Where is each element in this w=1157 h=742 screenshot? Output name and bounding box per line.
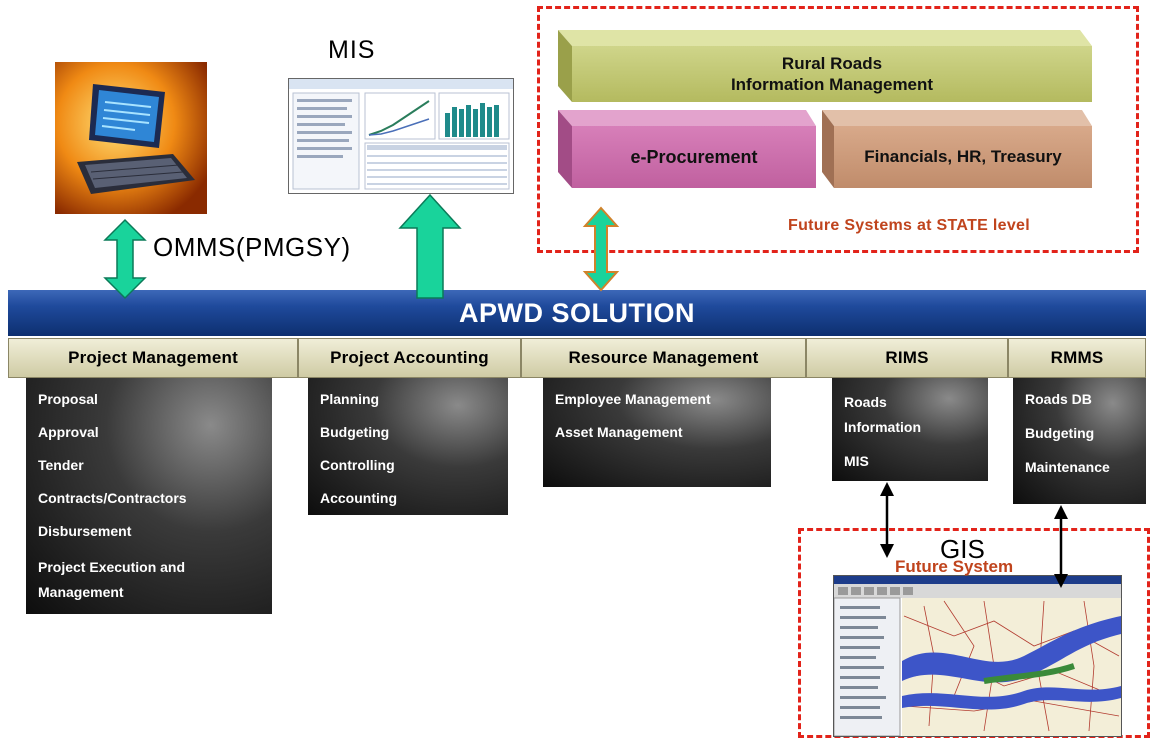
rmms-item: Maintenance: [1025, 459, 1110, 475]
rural-roads-block: Rural Roads Information Management: [572, 46, 1092, 102]
rm-item: Asset Management: [555, 424, 683, 440]
mis-connector-arrow: [398, 193, 462, 299]
rims-gis-connector-arrow: [880, 482, 894, 558]
gis-future-label: Future System: [895, 557, 1014, 576]
state-connector-arrow: [582, 206, 620, 292]
module-rmms: RMMS: [1008, 338, 1146, 378]
module-header-bar: Project Management Project Accounting Re…: [8, 338, 1146, 378]
rural-roads-line-2: Information Management: [730, 75, 934, 94]
resource-management-panel: Employee Management Asset Management: [543, 378, 771, 487]
pm-item: Proposal: [38, 391, 98, 407]
module-project-accounting: Project Accounting: [298, 338, 521, 378]
pm-item: Approval: [38, 424, 99, 440]
rm-item: Employee Management: [555, 391, 711, 407]
pa-item: Accounting: [320, 490, 397, 506]
rmms-panel: Roads DB Budgeting Maintenance: [1013, 378, 1146, 504]
pa-item: Budgeting: [320, 424, 390, 440]
rmms-item: Budgeting: [1025, 425, 1095, 441]
financials-label: Financials, HR, Treasury: [864, 147, 1062, 166]
state-future-systems-box: [537, 6, 1139, 253]
pm-item: Tender: [38, 457, 84, 473]
mis-label: MIS: [328, 36, 376, 64]
pa-item: Planning: [320, 391, 380, 407]
eprocurement-block: e-Procurement: [572, 126, 816, 188]
project-management-panel: Proposal Approval Tender Contracts/Contr…: [26, 378, 272, 614]
gis-label: GIS: [940, 534, 985, 564]
project-accounting-panel: Planning Budgeting Controlling Accountin…: [308, 378, 508, 515]
pm-item: Disbursement: [38, 523, 132, 539]
rims-item: Roads Information: [844, 394, 921, 435]
rims-item: MIS: [844, 453, 869, 469]
gis-map-screenshot: [833, 575, 1122, 737]
rmms-gis-connector-arrow: [1054, 505, 1068, 588]
rmms-item: Roads DB: [1025, 391, 1092, 407]
module-project-management: Project Management: [8, 338, 298, 378]
rural-roads-line-1: Rural Roads: [781, 54, 883, 73]
mis-screenshot: [288, 78, 514, 194]
apwd-solution-banner: APWD SOLUTION: [8, 290, 1146, 336]
pm-item: Project Execution and Management: [38, 559, 186, 600]
financials-block: Financials, HR, Treasury: [834, 126, 1092, 188]
future-state-caption: Future Systems at STATE level: [788, 217, 1030, 234]
apwd-solution-title: APWD SOLUTION: [459, 297, 695, 328]
pa-item: Controlling: [320, 457, 395, 473]
module-rims: RIMS: [806, 338, 1008, 378]
module-resource-management: Resource Management: [521, 338, 806, 378]
omms-label: OMMS(PMGSY): [153, 232, 351, 262]
eprocurement-label: e-Procurement: [630, 146, 758, 167]
pm-item: Contracts/Contractors: [38, 490, 187, 506]
rims-panel: Roads Information MIS: [832, 378, 988, 481]
computer-illustration: [55, 62, 207, 214]
omms-connector-arrow: [103, 218, 147, 300]
